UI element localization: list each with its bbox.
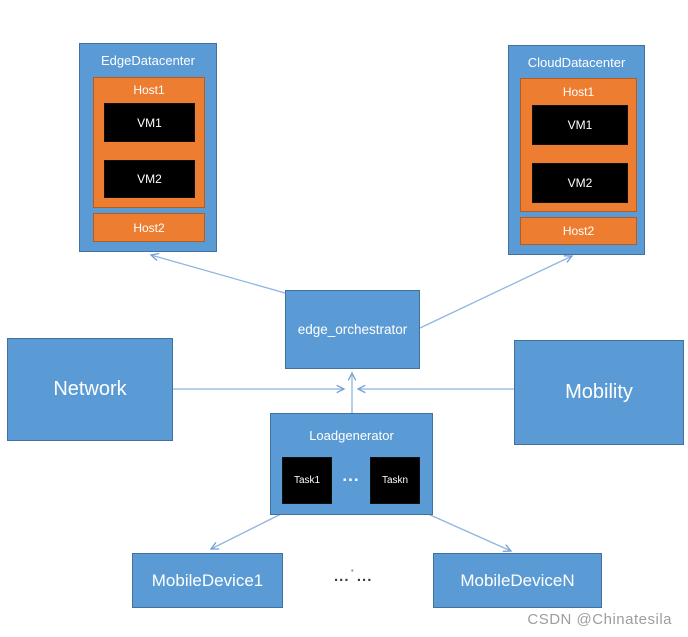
cloud-vm1-box: VM1 <box>532 105 628 145</box>
mobility-box: Mobility <box>514 340 684 445</box>
mobile-device-1-label: MobileDevice1 <box>151 570 264 590</box>
csdn-watermark: CSDN @Chinatesila <box>527 611 672 628</box>
cloud-host2-box: Host2 <box>520 217 637 245</box>
edge-host1-label: Host1 <box>133 83 165 97</box>
mobile-devices-ellipsis: ... · ... <box>334 564 372 584</box>
edge-vm1-label: VM1 <box>137 115 162 130</box>
edge-orchestrator-label: edge_orchestrator <box>297 322 408 337</box>
mobile-device-n-label: MobileDeviceN <box>460 570 575 590</box>
connector-orchestrator-to-cloud-datacenter <box>419 255 574 329</box>
connector-orchestrator-to-edge-datacenter <box>149 252 286 294</box>
cloud-datacenter-title: CloudDatacenter <box>527 55 626 70</box>
cloud-host1-box: Host1 VM1 VM2 <box>520 78 637 212</box>
mobile-device-1-box: MobileDevice1 <box>132 553 283 608</box>
tasks-ellipsis: ... <box>342 466 360 485</box>
cloud-host2-label: Host2 <box>562 224 595 238</box>
cloud-vm1-label: VM1 <box>567 118 593 132</box>
task1-box: Task1 <box>282 457 332 504</box>
taskn-label: Taskn <box>381 475 409 486</box>
connector-loadgenerator-to-mobiledevicen <box>427 513 513 553</box>
load-generator-title: Loadgenerator <box>309 428 394 443</box>
cloud-host1-label: Host1 <box>562 85 595 99</box>
edge-vm2-label: VM2 <box>137 172 162 186</box>
task1-label: Task1 <box>293 475 321 486</box>
mobile-device-n-box: MobileDeviceN <box>433 553 602 608</box>
edge-host1-box: Host1 VM1 VM2 <box>93 77 205 208</box>
devices-ellipsis-right: ... <box>356 568 373 585</box>
edge-datacenter-box: EdgeDatacenter Host1 VM1 VM2 Host2 <box>79 43 217 252</box>
edge-orchestrator-box: edge_orchestrator <box>285 290 420 369</box>
connector-loadgenerator-to-mobiledevice1 <box>209 513 282 550</box>
network-box: Network <box>7 338 173 441</box>
edge-datacenter-title: EdgeDatacenter <box>101 53 195 68</box>
cloud-vm2-box: VM2 <box>532 163 628 203</box>
edge-host2-box: Host2 <box>93 213 205 242</box>
load-generator-box: Loadgenerator Task1 Taskn <box>270 413 433 515</box>
devices-ellipsis-dot: · <box>350 563 356 578</box>
taskn-box: Taskn <box>370 457 420 504</box>
edge-vm2-box: VM2 <box>104 160 195 198</box>
edge-vm1-box: VM1 <box>104 103 195 142</box>
mobility-label: Mobility <box>565 381 633 403</box>
network-label: Network <box>53 378 127 400</box>
cloud-vm2-label: VM2 <box>567 176 593 190</box>
cloud-datacenter-box: CloudDatacenter Host1 VM1 VM2 Host2 <box>508 45 645 255</box>
devices-ellipsis-left: ... <box>334 568 350 585</box>
edge-host2-label: Host2 <box>133 220 165 235</box>
